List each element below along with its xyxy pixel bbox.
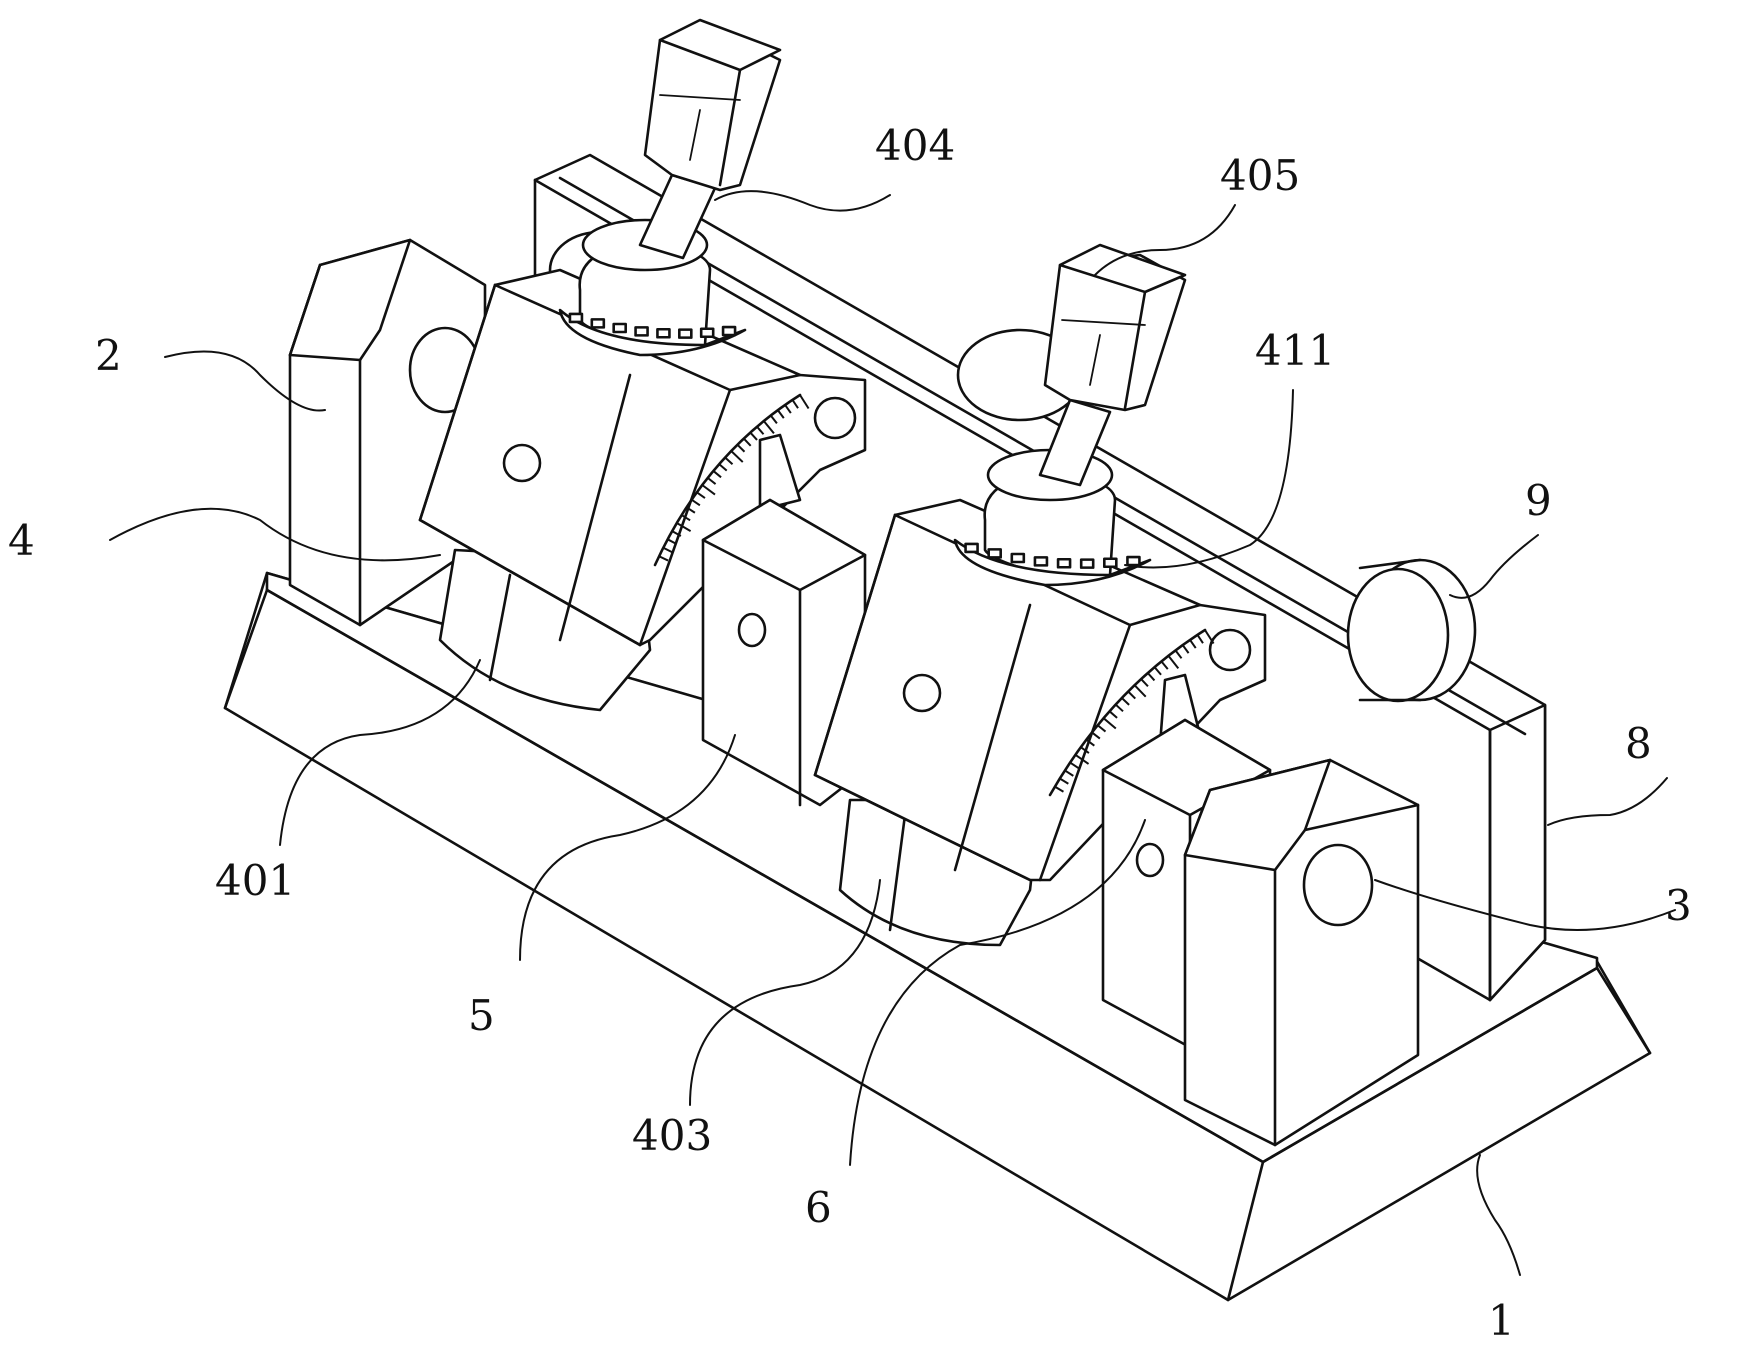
left-handle (640, 20, 780, 258)
leader-404 (715, 191, 890, 211)
end-knob-9 (1348, 560, 1475, 701)
label-403: 403 (632, 1111, 712, 1160)
leader-8 (1548, 778, 1667, 825)
gear-tooth (723, 327, 735, 335)
gear-tooth (1127, 557, 1139, 565)
label-401: 401 (215, 856, 295, 905)
leader-1 (1477, 1155, 1520, 1275)
gear-tooth (614, 324, 626, 332)
gear-tooth (1035, 557, 1047, 565)
label-5: 5 (468, 991, 495, 1040)
right-handle (1040, 245, 1185, 485)
label-8: 8 (1625, 719, 1652, 768)
gear-tooth (592, 319, 604, 327)
gear-tooth (1012, 554, 1024, 562)
gear-tooth (657, 329, 669, 337)
gear-tooth (679, 330, 691, 338)
gear-tooth (636, 327, 648, 335)
gear-tooth (989, 549, 1001, 557)
gear-tooth (1081, 560, 1093, 568)
label-404: 404 (875, 121, 955, 170)
gear-tooth (1104, 559, 1116, 567)
label-2: 2 (95, 331, 122, 380)
label-1: 1 (1488, 1296, 1515, 1345)
gear-tooth (570, 314, 582, 322)
label-4: 4 (8, 516, 35, 565)
label-6: 6 (805, 1183, 832, 1232)
label-405: 405 (1220, 151, 1300, 200)
gear-tooth (1058, 559, 1070, 567)
gear-tooth (966, 544, 978, 552)
label-3: 3 (1665, 881, 1692, 930)
gear-tooth (701, 329, 713, 337)
label-9: 9 (1525, 476, 1552, 525)
label-411: 411 (1255, 326, 1335, 375)
